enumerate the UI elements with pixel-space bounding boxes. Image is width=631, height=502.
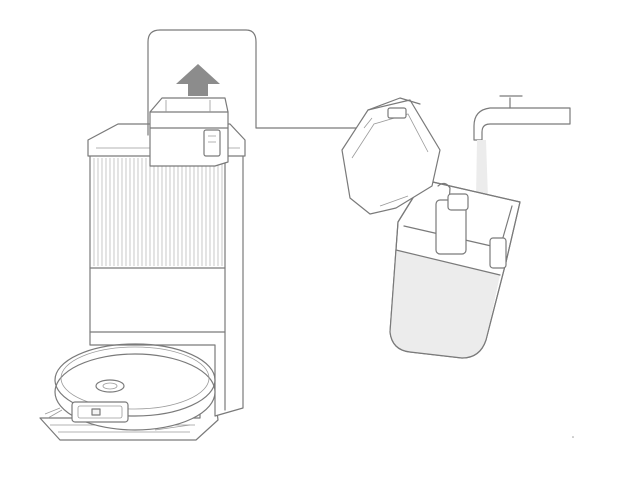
- water-faucet: [473, 95, 571, 198]
- dock-ribbed-panel: [93, 158, 223, 266]
- lift-callout: [147, 29, 361, 136]
- up-arrow-icon: [176, 64, 220, 96]
- open-water-tank: [341, 97, 521, 359]
- tank-water-fill: [390, 250, 500, 358]
- stray-dot: [572, 436, 574, 438]
- lifted-clean-water-tank: [149, 97, 229, 167]
- robot-vacuum: [54, 343, 216, 431]
